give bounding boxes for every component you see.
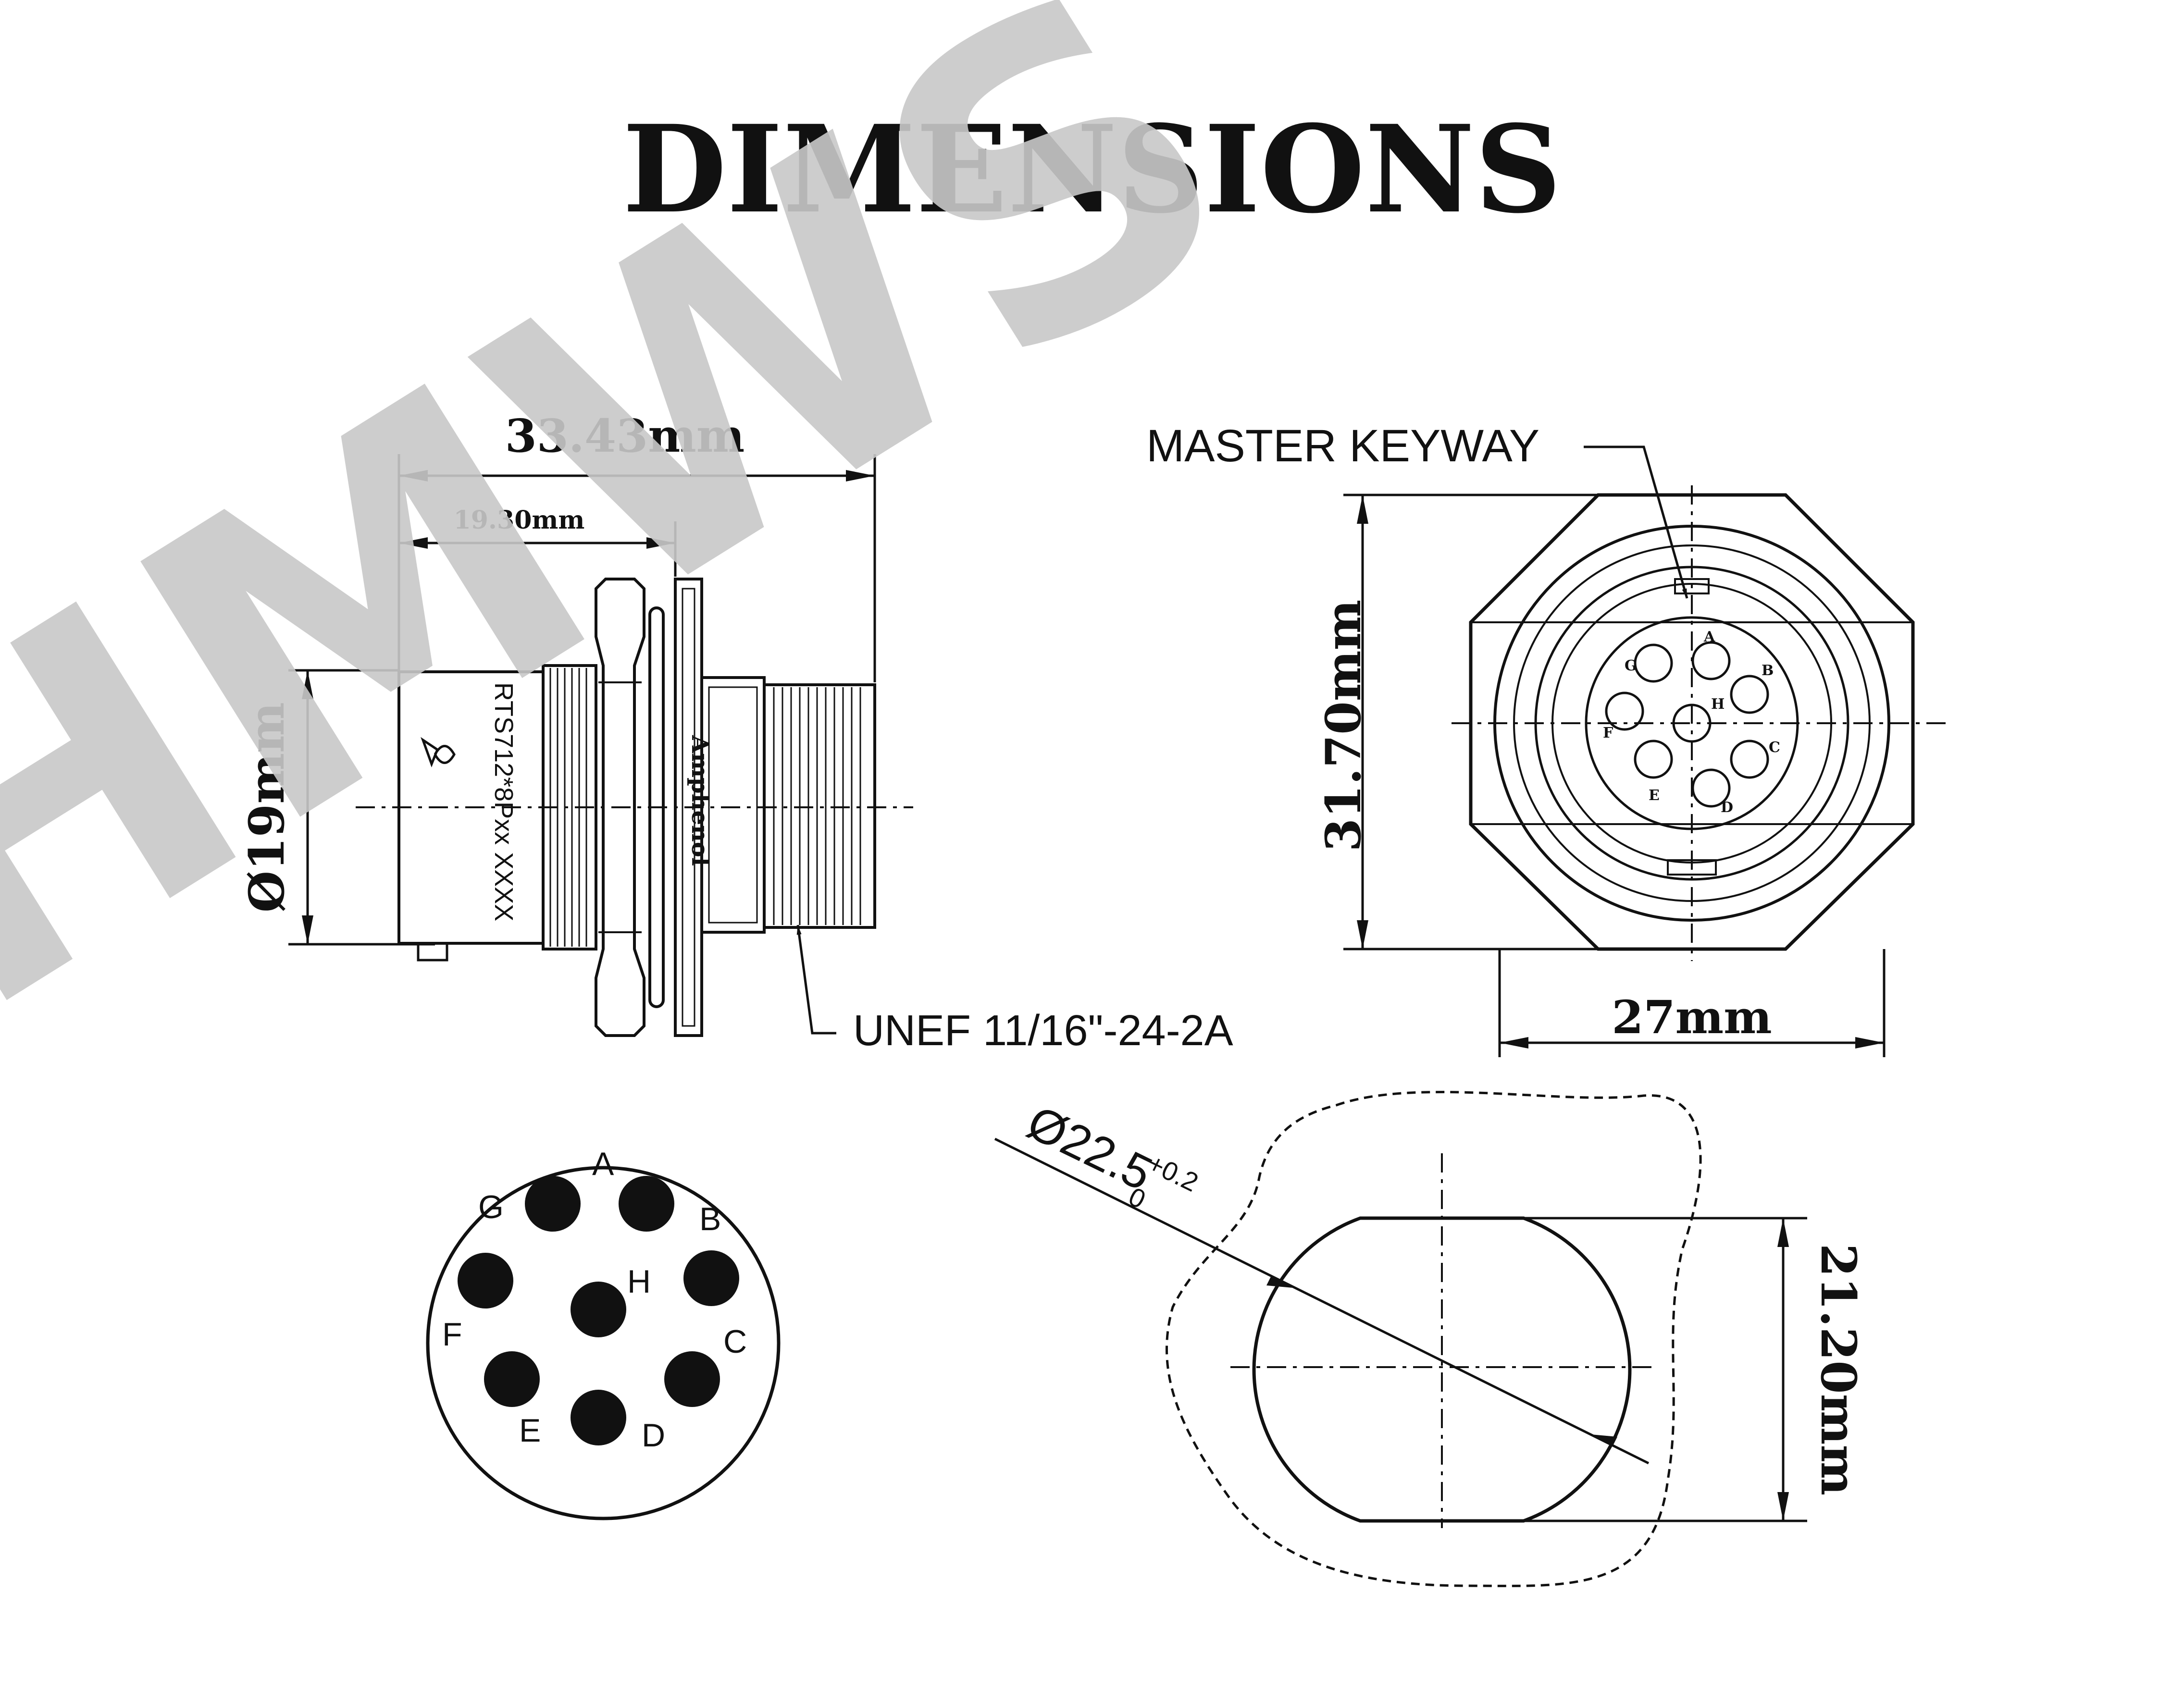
dia-arrow-2 bbox=[1591, 1434, 1617, 1446]
master-keyway-label: MASTER KEYWAY bbox=[1146, 420, 1539, 471]
pin-C bbox=[664, 1351, 720, 1407]
front-pin-F bbox=[1605, 691, 1644, 731]
panel-cutout: Ø22.5 +0.2 0 21.20mm bbox=[994, 1091, 1867, 1587]
width-label: 27mm bbox=[1612, 991, 1772, 1044]
pin-diagram: A B C D E F G H bbox=[426, 1146, 781, 1520]
front-label-C: C bbox=[1769, 739, 1780, 756]
side-view: 33.43mm 19.30mm Ø19mm RTS712*8Pxx XXXX bbox=[238, 409, 1233, 1055]
insert-face bbox=[1585, 616, 1799, 830]
master-key bbox=[1674, 578, 1710, 594]
thread-ring bbox=[1513, 544, 1871, 902]
keyway-leader bbox=[1584, 445, 1688, 599]
rear-tab bbox=[417, 942, 448, 962]
front-pin-A bbox=[1691, 641, 1731, 680]
pin-H bbox=[571, 1282, 626, 1337]
panel-outline bbox=[1166, 1091, 1702, 1587]
pin-E bbox=[484, 1351, 540, 1407]
washer bbox=[648, 606, 665, 1008]
pin-A bbox=[619, 1176, 674, 1232]
pin-D bbox=[571, 1390, 626, 1445]
height-label: 31.70mm bbox=[1315, 600, 1372, 852]
front-pin-H bbox=[1672, 704, 1712, 743]
key-icon bbox=[421, 737, 456, 768]
pin-label-B: B bbox=[699, 1201, 721, 1237]
pin-label-G: G bbox=[478, 1189, 504, 1225]
diameter-leader bbox=[994, 1137, 1650, 1465]
front-label-G: G bbox=[1625, 657, 1637, 674]
rear-thread bbox=[542, 664, 597, 950]
inner-shell bbox=[1551, 583, 1832, 864]
front-pin-D bbox=[1691, 768, 1731, 808]
front-view: MASTER KEYWAY 31.70mm 27mm bbox=[1146, 420, 1951, 1057]
pin-G bbox=[525, 1176, 581, 1232]
front-label-F: F bbox=[1603, 725, 1613, 741]
flange-square bbox=[1470, 621, 1914, 825]
pin-diagram-outline bbox=[426, 1166, 781, 1520]
thread-callout: UNEF 11/16"-24-2A bbox=[853, 1007, 1233, 1055]
body-marking: RTS712*8Pxx XXXX bbox=[489, 682, 518, 921]
front-label-H: H bbox=[1711, 696, 1725, 713]
pin-label-D: D bbox=[642, 1417, 665, 1454]
pin-label-C: C bbox=[723, 1323, 747, 1360]
front-pin-C bbox=[1730, 740, 1769, 779]
pin-B bbox=[683, 1250, 739, 1306]
partial-length-label: 19.30mm bbox=[454, 506, 585, 535]
front-pin-B bbox=[1730, 675, 1769, 714]
front-pin-group bbox=[1605, 641, 1769, 808]
pin-F bbox=[458, 1253, 513, 1308]
front-pin-G bbox=[1634, 643, 1673, 683]
thread-leader bbox=[796, 925, 836, 1035]
watermark-text: HMWS bbox=[0, 0, 1308, 1103]
cutout-tolerance-upper: +0.2 bbox=[1143, 1148, 1203, 1197]
front-thread bbox=[763, 683, 876, 929]
page-title: DIMENSIONS bbox=[622, 99, 1562, 240]
hex-nut bbox=[595, 578, 645, 1037]
pin-label-A: A bbox=[592, 1146, 614, 1182]
front-label-B: B bbox=[1762, 662, 1774, 679]
front-label-E: E bbox=[1649, 787, 1660, 804]
bottom-key bbox=[1667, 859, 1717, 876]
shell-ring bbox=[1534, 566, 1849, 881]
overall-length-label: 33.43mm bbox=[505, 409, 745, 463]
outer-ring bbox=[1493, 525, 1890, 922]
front-label-D: D bbox=[1721, 799, 1733, 816]
diameter-label: Ø19mm bbox=[238, 702, 295, 913]
flat-height-label: 21.20mm bbox=[1810, 1244, 1867, 1496]
pin-label-H: H bbox=[627, 1263, 651, 1300]
pin-label-F: F bbox=[442, 1316, 462, 1353]
dia-arrow-1 bbox=[1266, 1276, 1293, 1288]
pin-label-E: E bbox=[519, 1412, 541, 1449]
front-pin-E bbox=[1634, 740, 1673, 779]
front-label-A: A bbox=[1703, 629, 1715, 645]
